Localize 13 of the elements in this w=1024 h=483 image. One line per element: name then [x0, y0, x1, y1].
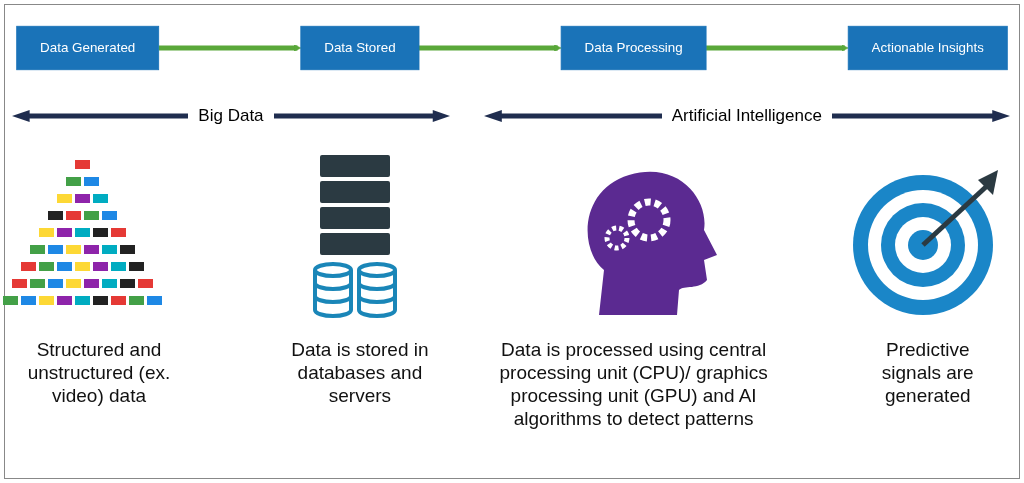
node-box: Data Generated: [16, 25, 160, 71]
description-text: Data is stored in databases and servers: [290, 338, 430, 407]
node-box: Data Stored: [300, 25, 420, 71]
description-text: Structured and unstructured (ex. video) data: [26, 338, 172, 407]
description-text: Data is processed using central processing unit (CPU)/ graphics processing unit (GPU) and AI algorithms to detect patterns: [498, 338, 769, 430]
arrow: [158, 44, 302, 52]
node-box: Data Processing: [560, 25, 707, 71]
span-label: Big Data: [198, 106, 264, 126]
description-text: Predictive signals are generated: [880, 338, 975, 407]
node-box: Actionable Insights: [847, 25, 1008, 71]
arrow: [706, 44, 849, 52]
arrow: [419, 44, 562, 52]
span-label: Artificial Intelligence: [671, 106, 822, 126]
